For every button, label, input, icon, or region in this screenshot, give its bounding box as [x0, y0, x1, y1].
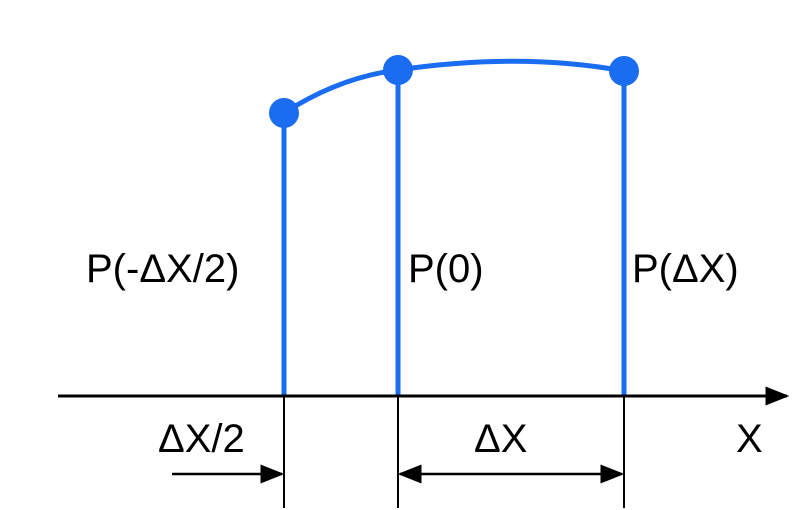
label-p-left: P(-ΔX/2) [86, 247, 239, 291]
dimension-label-half: ΔX/2 [158, 417, 245, 461]
label-p-mid: P(0) [408, 247, 484, 291]
sample-point-left [269, 98, 299, 128]
sample-point-mid [383, 55, 413, 85]
label-p-right: P(ΔX) [632, 247, 739, 291]
dimension-label-full: ΔX [474, 417, 527, 461]
pressure-curve [282, 58, 625, 116]
axis-label-x: X [736, 417, 763, 461]
sample-point-right [609, 56, 639, 86]
